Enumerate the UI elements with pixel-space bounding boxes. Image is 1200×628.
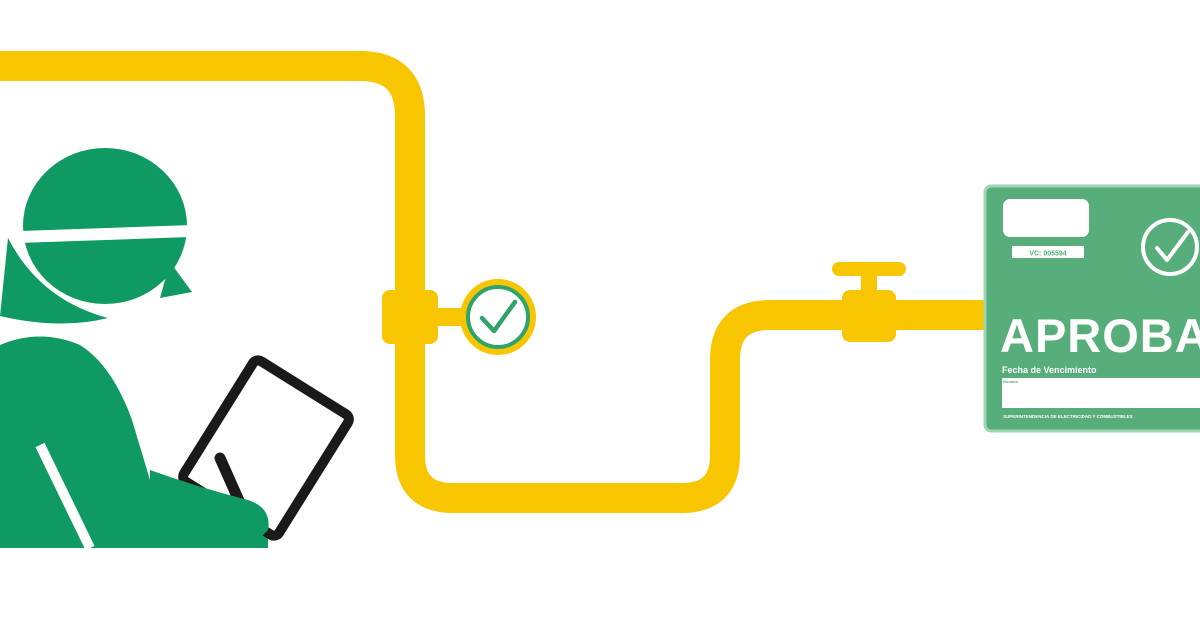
valve-icon xyxy=(832,262,906,342)
seal-code: VC: 005594 xyxy=(1029,251,1066,258)
approval-seal: VC: 005594 APROBADO Fecha de Vencimiento… xyxy=(983,184,1200,433)
gauge-check-icon xyxy=(460,279,536,355)
pipe-coupling xyxy=(382,290,438,344)
worker-hand xyxy=(150,470,269,548)
seal-status: APROBADO xyxy=(1000,309,1200,362)
worker-head xyxy=(0,148,201,324)
seal-field-1 xyxy=(1002,378,1200,388)
seal-blank-box xyxy=(1003,199,1089,237)
seal-field-label: Nombre xyxy=(1003,379,1019,384)
seal-expiry-label: Fecha de Vencimiento xyxy=(1002,365,1097,375)
seal-footer: SUPERINTENDENCIA DE ELECTRICIDAD Y COMBU… xyxy=(1003,414,1133,419)
seal-code-box xyxy=(1012,246,1084,258)
seal-field-2 xyxy=(1002,386,1200,408)
check-circle-icon xyxy=(1141,218,1199,276)
pipe-upper-segment xyxy=(0,51,990,513)
gas-pipe xyxy=(0,51,990,513)
worker-with-tablet-icon xyxy=(0,148,354,551)
gauge-stem xyxy=(420,308,468,326)
